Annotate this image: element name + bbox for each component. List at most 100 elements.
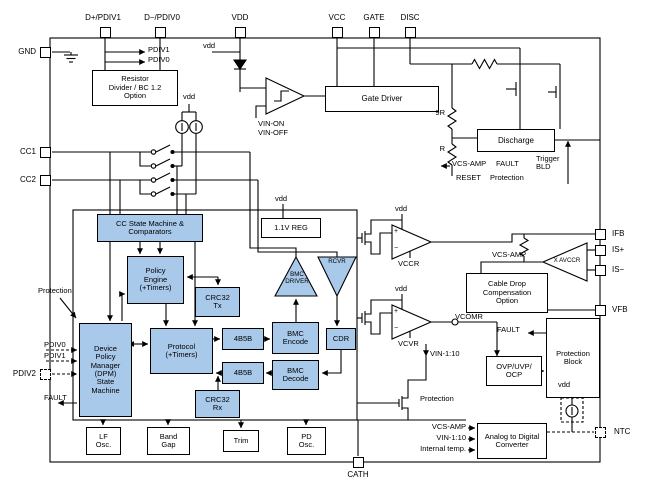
label-vcvr: VCVR bbox=[398, 339, 419, 348]
pin-square-ifb bbox=[594, 228, 606, 240]
pin-square-dplus-pdiv1 bbox=[99, 26, 111, 38]
block-cdr: CDR bbox=[326, 328, 356, 350]
block-4b5b-tx: 4B5B bbox=[222, 328, 264, 350]
resistor-icon bbox=[471, 58, 498, 70]
label-pdiv1-tap: PDIV1 bbox=[148, 45, 170, 54]
pin-label-ifb: IFB bbox=[612, 229, 625, 238]
label-reset: RESET bbox=[456, 173, 482, 182]
pin-square-pdiv2 bbox=[40, 368, 51, 380]
pin-square-gnd bbox=[40, 46, 51, 58]
block-policy-engine: Policy Engine (+Timers) bbox=[127, 256, 184, 304]
label-fault-mid: FAULT bbox=[497, 325, 520, 334]
block-crc32-rx: CRC32 Rx bbox=[195, 390, 240, 418]
block-ovp-uvp-ocp: OVP/UVP/ OCP bbox=[486, 356, 542, 386]
label-vdd-ntc: vdd bbox=[557, 380, 571, 389]
block-adc: Analog to Digital Converter bbox=[477, 423, 547, 459]
pin-label-gate: GATE bbox=[363, 13, 385, 22]
pin-label-gnd: GND bbox=[18, 47, 36, 56]
label-vin-1-10-mid: VIN-1:10 bbox=[430, 349, 460, 358]
pin-label-vcc: VCC bbox=[328, 13, 346, 22]
digital-bus-arrows bbox=[46, 204, 342, 429]
switch-icon bbox=[150, 149, 157, 155]
label-trigger-bld: Trigger BLD bbox=[536, 154, 560, 172]
top-pin-wires bbox=[104, 38, 600, 184]
block-cc-state-machine: CC State Machine & Comparators bbox=[97, 214, 203, 242]
label-adc-in-internal-temp: Internal temp. bbox=[420, 444, 466, 453]
pin-square-ntc bbox=[594, 426, 606, 438]
label-r: R bbox=[439, 144, 445, 153]
pin-label-cc1: CC1 bbox=[19, 147, 36, 156]
rcvr-icon bbox=[317, 256, 357, 298]
label-cmp1-minus: − bbox=[394, 245, 399, 252]
switch-icon bbox=[150, 177, 157, 183]
label-pdiv1-left: PDIV1 bbox=[44, 351, 66, 360]
sense-amp-wires bbox=[480, 249, 595, 374]
block-protection: Protection Block bbox=[546, 318, 600, 398]
block-crc32-tx: CRC32 Tx bbox=[195, 287, 240, 317]
label-vdd-cmp1: vdd bbox=[394, 204, 408, 213]
label-fault-left: FAULT bbox=[44, 393, 67, 402]
diode-icon bbox=[232, 59, 248, 70]
pin-square-is-minus bbox=[594, 264, 606, 276]
pin-square-vcc bbox=[331, 26, 343, 38]
pin-square-cath bbox=[352, 456, 364, 468]
label-vdd-reg: vdd bbox=[274, 194, 288, 203]
switch-icon bbox=[150, 163, 157, 169]
block-1v1-reg: 1.1V REG bbox=[261, 218, 321, 238]
bottom-rail-wires bbox=[357, 344, 466, 456]
label-vcs-amp-sense: VCS-AMP bbox=[492, 250, 527, 259]
pin-label-dminus-pdiv0: D−/PDIV0 bbox=[144, 13, 180, 22]
pin-label-vfb: VFB bbox=[612, 305, 628, 314]
label-cmp2-plus: + bbox=[394, 308, 399, 315]
label-vdd-cmp2: vdd bbox=[394, 284, 408, 293]
pin-label-dplus-pdiv1: D+/PDIV1 bbox=[85, 13, 121, 22]
pin-label-is-minus: IS− bbox=[612, 265, 625, 274]
pin-label-ntc: NTC bbox=[614, 427, 631, 436]
hysteresis-icon bbox=[274, 90, 289, 102]
pin-label-vdd: VDD bbox=[231, 13, 249, 22]
block-dpm-state-machine: Device Policy Manager (DPM) State Machin… bbox=[79, 323, 132, 417]
pin-square-cc2 bbox=[40, 174, 51, 186]
label-vcomr: VCOMR bbox=[455, 312, 483, 321]
label-protection-discharge: Protection bbox=[490, 173, 524, 182]
label-vdd-top: vdd bbox=[202, 41, 216, 50]
label-vdd-cc: vdd bbox=[182, 92, 196, 101]
label-protection-left: Protection bbox=[38, 286, 72, 295]
block-band-gap: Band Gap bbox=[147, 427, 190, 455]
pin-square-cc1 bbox=[40, 146, 51, 158]
pin-square-is-plus bbox=[594, 244, 606, 256]
comparator1-icon bbox=[391, 224, 433, 260]
block-4b5b-rx: 4B5B bbox=[222, 362, 264, 384]
component-glyphs bbox=[150, 58, 588, 418]
pin-label-pdiv2: PDIV2 bbox=[12, 369, 36, 378]
label-adc-in-vin-1-10: VIN-1:10 bbox=[436, 433, 466, 442]
resistor-r-icon bbox=[446, 143, 458, 166]
pin-square-vdd bbox=[234, 26, 246, 38]
block-cable-drop-compensation: Cable Drop Compensation Option bbox=[466, 273, 548, 313]
label-cmp2-minus: − bbox=[394, 325, 399, 332]
label-pdiv0-tap: PDIV0 bbox=[148, 55, 170, 64]
pin-square-gate bbox=[368, 26, 380, 38]
pin-square-vfb bbox=[594, 304, 606, 316]
block-lf-osc: LF Osc. bbox=[86, 427, 121, 455]
label-9r: 9R bbox=[435, 108, 445, 117]
comparator2-icon bbox=[391, 304, 433, 340]
pin-label-cc2: CC2 bbox=[19, 175, 36, 184]
hysteresis-comparator-icon bbox=[265, 77, 306, 115]
pin-label-is-plus: IS+ bbox=[612, 245, 625, 254]
pin-label-cath: CATH bbox=[347, 470, 369, 479]
block-pd-osc: PD Osc. bbox=[287, 427, 326, 455]
label-vin-on: VIN-ON bbox=[258, 119, 285, 128]
resistor-9r-icon bbox=[446, 107, 458, 130]
label-cmp1-plus: + bbox=[394, 228, 399, 235]
bmc-driver-icon bbox=[274, 255, 318, 297]
block-bmc-encode: BMC Encode bbox=[272, 322, 319, 354]
pin-square-dminus-pdiv0 bbox=[154, 26, 166, 38]
current-sense-amp-icon bbox=[541, 242, 588, 282]
label-vccr: VCCR bbox=[398, 259, 420, 268]
bmc-driver-label: BMC DRIVER bbox=[285, 271, 309, 285]
pin-square-disc bbox=[404, 26, 416, 38]
label-vcs-amp-discharge: VCS-AMP bbox=[452, 159, 487, 168]
